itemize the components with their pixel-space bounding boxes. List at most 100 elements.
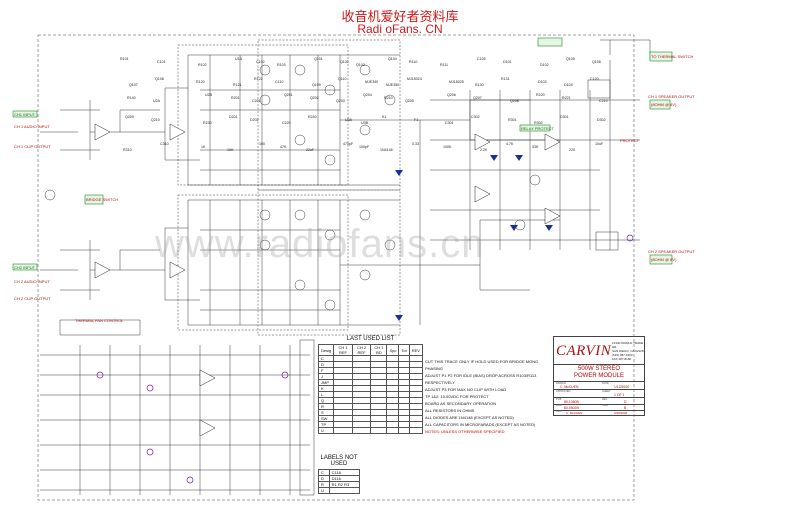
site-title: 收音机爱好者资料库 [341,10,459,25]
note-line: CUT THIS TRACE ONLY IF HOLD USED FOR BRI… [425,359,539,371]
component-label: R310 [123,148,132,152]
address-line: FAX 487-8160 [612,357,632,361]
check-date: 2/28/2004 [614,411,628,415]
note-line: ADJUST P1 P2 FOR IDLE (BIAS) DROP ACROSS… [425,373,537,385]
note-line: ALL RESISTORS IN OHMS [425,408,475,413]
component-label: R210 [384,96,393,100]
component-label: Q106 [592,60,601,64]
table-cell [333,427,353,434]
component-label: R131 [501,77,510,81]
ch1-input-tag: CH1 INPUT [14,112,36,117]
component-label: Q202 [310,96,319,100]
table-cell [328,487,361,494]
component-label: D302 [597,118,606,122]
component-label: D104 [564,83,573,87]
component-label: U2A [153,99,161,103]
ch1-speaker-range: (8OHM @ 8V) [651,102,677,107]
note-line: TP 1&2: 10.00VDC FOR PROTECT [425,394,489,399]
component-label: 10uF [595,142,604,146]
component-label: C310 [160,142,169,146]
sheet-label: SHEET [602,390,611,393]
part-value: 80-0502B [564,406,579,410]
component-label: D101 [503,60,512,64]
address-line: 12340 WORLD TRADE DR. [612,341,644,349]
part-label: PART [556,404,563,407]
component-label: 100pF [359,145,370,149]
date-value: 1/12/2000 [614,385,630,389]
ch1-audio-label: CH 1 AUDIO INPUT [14,124,50,129]
component-label: R220 [536,93,545,97]
component-label: MJ15024 [407,77,422,81]
component-label: R121 [233,83,242,87]
component-label: C302 [471,115,480,119]
protect-label: PROTECT [620,138,640,143]
component-label: C105 [477,57,486,61]
table-cell [370,427,388,434]
labels-not-used-title: LABELS NOT USED [320,455,358,467]
size-value: B [624,406,627,410]
note-line: ADJUST P3 FOR MAX NO CLIP WITH LOAD [425,387,507,392]
component-label: R120 [196,80,205,84]
component-label: R221 [562,96,571,100]
ch2-audio-label: CH 2 AUDIO INPUT [14,279,50,284]
component-label: R130 [475,83,484,87]
component-label: Q103 [356,63,365,67]
component-label: R101 [120,57,129,61]
ch1-speaker-label: CH 1 SPEAKER OUTPUT [648,94,695,99]
component-label: Q205 [405,99,414,103]
component-label: Q101 [314,57,323,61]
component-label: C210 [599,99,608,103]
drawn-label: DRAWN [556,382,566,385]
table-cell [408,427,424,434]
component-label: 220 [569,148,575,152]
component-label: D201 [229,115,238,119]
component-label: D103 [538,80,547,84]
io-tags [12,37,673,271]
component-label: Q104 [388,57,397,61]
component-label: 1N4148 [380,148,393,152]
component-label: U3B [361,121,369,125]
ground-markers [395,155,553,321]
component-label: U1A [235,57,243,61]
table-cell: U [317,427,335,434]
component-label: R103 [277,63,286,67]
component-label: R122 [254,77,263,81]
power-supply-section [40,319,315,496]
component-label: 2.2K [480,148,488,152]
component-label: C102 [256,60,265,64]
last-used-header: REV [408,344,424,356]
component-label: Q110 [338,77,347,81]
component-label: U3A [345,118,353,122]
component-label: MJE340 [365,80,378,84]
address-line: SAN DIEGO, CA 92128 [612,349,644,353]
component-label: MJE350 [386,83,399,87]
company-logo: CARVIN [556,343,612,359]
component-label: Q209 [125,115,134,119]
component-label: 47K [280,145,287,149]
last-used-title: LAST USED LIST [346,336,395,342]
component-label: 0.33 [412,142,419,146]
ch2-clip-label: CH 2 CLIP OUTPUT [14,296,51,301]
component-label: D202 [250,118,259,122]
table-row: U [318,487,361,494]
last-used-header: CH 2 REF [351,344,372,356]
component-label: 4.7K [506,142,514,146]
last-used-header: Spc [386,344,400,356]
last-used-header: Desig [317,344,335,356]
component-label: Q207 [473,96,482,100]
component-label: C110 [275,80,283,84]
component-label: R201 [231,96,240,100]
component-label: C120 [590,77,599,81]
component-label: Q108 [155,77,164,81]
ch1-amplifier-block [40,39,560,191]
component-label: C101 [157,60,166,64]
component-label: U2B [205,93,213,97]
approved-label: APPROVED [556,390,571,393]
component-label: 33K [532,145,539,149]
rev-value: D [624,400,627,404]
component-label: 100 [259,142,265,146]
site-subtitle: Radi oFans. CN [357,22,443,36]
watermark: www.radiofans.cn [155,222,485,266]
